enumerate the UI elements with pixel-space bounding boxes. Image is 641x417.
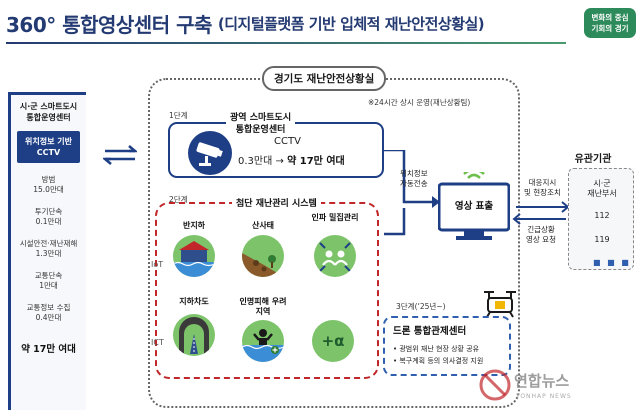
location-auto-transfer-line2: 자동전송 bbox=[400, 179, 428, 188]
cctv-category-value: 1.3만대 bbox=[35, 249, 62, 258]
response-order-label: 대응지시 및 현장조치 bbox=[524, 178, 561, 198]
crowd-icon bbox=[314, 235, 356, 277]
watermark-text: 연합뉴스 bbox=[514, 372, 570, 390]
cctv-total: 약 17만 여대 bbox=[21, 344, 76, 355]
emergency-video-label: 긴급상황 영상 요청 bbox=[526, 225, 556, 245]
cctv-category: 교통단속 1만대 bbox=[11, 271, 86, 291]
stage1-title-line1: 광역 스마트도시 bbox=[230, 113, 292, 123]
drone-control-item-text: 복구계획 등의 의사결정 지원 bbox=[399, 357, 484, 365]
cell-label: 반지하 bbox=[182, 221, 206, 230]
stage1-title-line2: 통합운영센터 bbox=[235, 125, 286, 135]
range-from: 0.3만대 bbox=[238, 156, 273, 167]
cctv-category-label: 시설안전·재난재해 bbox=[19, 239, 78, 248]
stage2-title: 첨단 재난관리 시스템 bbox=[232, 196, 321, 209]
title-divider bbox=[6, 42, 566, 44]
plus-alpha-icon: +α bbox=[312, 320, 354, 362]
emergency-video-line1: 긴급상황 bbox=[527, 225, 555, 234]
page-subtitle: (디지털플랫폼 기반 입체적 재난안전상황실) bbox=[217, 14, 485, 33]
related-agencies-panel: 시·군 재난부서 112 119 ■ ■ ■ bbox=[568, 168, 634, 270]
monitor-label: 영상 표출 bbox=[454, 201, 494, 212]
flow-to-monitor-arrows bbox=[384, 150, 440, 236]
drone-control-title: 드론 통합관제센터 bbox=[393, 326, 467, 337]
stage3-tag: 3단계(‘25년~) bbox=[396, 302, 446, 311]
cell-label: 인명피해 우려지역 bbox=[239, 297, 287, 316]
watermark-sub: YONHAP NEWS bbox=[516, 393, 572, 400]
location-cctv-line1: 위치정보 기반 bbox=[25, 137, 72, 146]
agency-item: 119 bbox=[594, 235, 610, 244]
left-panel-heading: 시·군 스마트도시 통합운영센터 bbox=[11, 101, 86, 123]
stage1-title: 광역 스마트도시 통합운영센터 bbox=[226, 112, 296, 136]
cctv-camera-icon bbox=[188, 131, 232, 175]
emergency-video-line2: 영상 요청 bbox=[526, 235, 556, 244]
arrow-right-icon: → bbox=[275, 156, 284, 167]
cctv-category-label: 방범 bbox=[41, 175, 56, 184]
cctv-category: 교통정보 수집 0.4만대 bbox=[11, 303, 86, 323]
agency-item: 재난부서 bbox=[587, 189, 617, 198]
page-title: 360° 통합영상센터 구축 bbox=[6, 12, 212, 37]
smart-city-center-panel: 시·군 스마트도시 통합운영센터 위치정보 기반 CCTV 방범 15.0만대 … bbox=[8, 92, 86, 410]
agency-item: 112 bbox=[594, 211, 610, 220]
agency-item: 시·군 bbox=[593, 179, 611, 188]
cctv-category-label: 교통정보 수집 bbox=[26, 303, 71, 312]
location-auto-transfer-label: 위치정보 자동전송 bbox=[400, 169, 428, 189]
more-dots-icon: ■ ■ ■ bbox=[593, 258, 631, 267]
logo-line2: 기회의 경기 bbox=[591, 24, 629, 33]
stage1-cctv-range: 0.3만대 → 약 17만 여대 bbox=[238, 152, 345, 167]
cctv-category-value: 0.4만대 bbox=[35, 313, 62, 322]
drone-control-item: • 광범위 재난 현장 상황 공유 bbox=[393, 345, 480, 353]
location-cctv-line2: CCTV bbox=[36, 148, 61, 157]
cell-label: 지하차도 bbox=[179, 297, 209, 306]
monitor-icon bbox=[438, 172, 510, 240]
location-cctv-box: 위치정보 기반 CCTV bbox=[17, 131, 80, 163]
cctv-category-value: 1만대 bbox=[39, 281, 58, 290]
cctv-category-value: 0.1만대 bbox=[35, 217, 62, 226]
gyeonggi-logo: 변화의 중심 기회의 경기 bbox=[584, 8, 636, 38]
stage1-box: 광역 스마트도시 통합운영센터 CCTV 0.3만대 → 약 17만 여대 bbox=[168, 112, 384, 178]
location-auto-transfer-line1: 위치정보 bbox=[400, 169, 428, 178]
drone-control-item: • 복구계획 등의 의사결정 지원 bbox=[393, 357, 484, 365]
bidirectional-arrow-icon bbox=[512, 201, 570, 225]
logo-line1: 변화의 중심 bbox=[591, 13, 629, 22]
situation-room-label: 경기도 재난안전상황실 bbox=[262, 66, 387, 91]
plus-alpha-label: +α bbox=[321, 332, 345, 350]
iot-tag: IoT bbox=[151, 260, 164, 269]
drone-control-item-text: 광범위 재난 현장 상황 공유 bbox=[399, 345, 480, 353]
related-agencies-title: 유관기관 bbox=[574, 154, 612, 165]
response-order-line1: 대응지시 bbox=[528, 178, 557, 187]
underpass-icon bbox=[173, 314, 215, 356]
cctv-category: 방범 15.0만대 bbox=[11, 175, 86, 195]
cctv-category: 시설안전·재난재해 1.3만대 bbox=[11, 239, 86, 259]
stage2-tag: 2단계 bbox=[169, 195, 188, 204]
title-bar: 360° 통합영상센터 구축 (디지털플랫폼 기반 입체적 재난안전상황실) bbox=[6, 6, 566, 40]
ict-tag: ICT bbox=[151, 338, 164, 347]
stage1-tag: 1단계 bbox=[169, 111, 188, 120]
cctv-category-value: 15.0만대 bbox=[33, 185, 64, 194]
landslide-icon bbox=[242, 235, 284, 277]
cell-label: 산사태 bbox=[251, 221, 275, 230]
cctv-category-label: 투기단속 bbox=[34, 207, 63, 216]
yonhap-watermark: 연합뉴스 YONHAP NEWS bbox=[476, 366, 636, 412]
left-heading-line2: 통합운영센터 bbox=[26, 113, 71, 122]
drone-control-box: 드론 통합관제센터 • 광범위 재난 현장 상황 공유 • 복구계획 등의 의사… bbox=[383, 316, 511, 376]
left-heading-line1: 시·군 스마트도시 bbox=[19, 102, 78, 111]
drone-icon bbox=[484, 291, 516, 318]
yonhap-logo-icon bbox=[479, 369, 511, 401]
operation-note: ※24시간 상시 운영(재난상황팀) bbox=[368, 98, 471, 107]
cctv-category-label: 교통단속 bbox=[34, 271, 63, 280]
cctv-category: 투기단속 0.1만대 bbox=[11, 207, 86, 227]
bidirectional-arrow-icon bbox=[103, 145, 137, 165]
stage1-cctv-label: CCTV bbox=[274, 136, 301, 147]
semi-basement-icon bbox=[173, 235, 215, 277]
range-to: 약 17만 여대 bbox=[287, 156, 345, 167]
flood-person-icon bbox=[242, 320, 284, 362]
cell-label: 인파 밀집관리 bbox=[311, 213, 359, 222]
response-order-line2: 및 현장조치 bbox=[524, 188, 561, 197]
